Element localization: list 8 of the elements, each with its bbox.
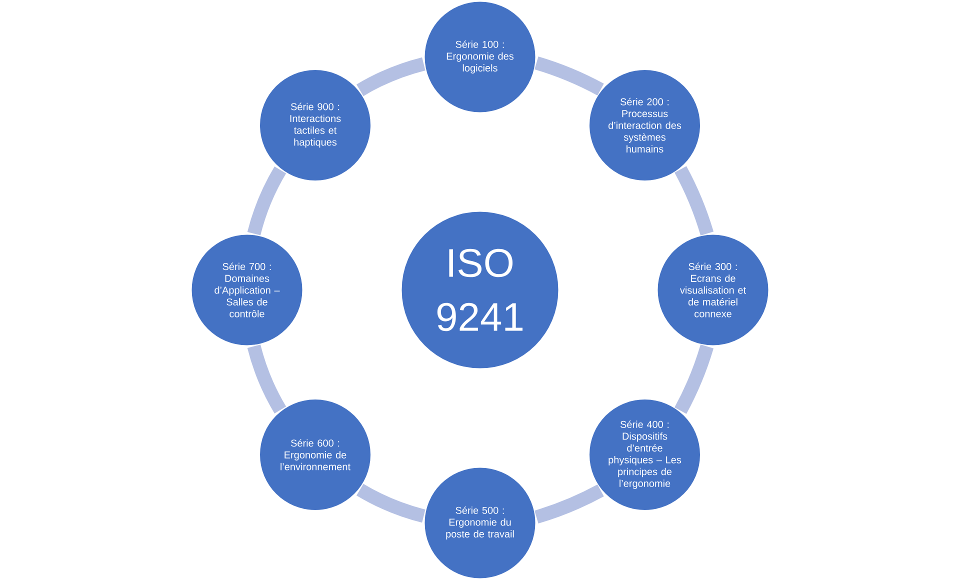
- ring-arc: [534, 484, 604, 524]
- ring-arc: [534, 56, 604, 96]
- ring-arc: [674, 166, 714, 236]
- ring-arc: [247, 166, 286, 236]
- ring-arc: [356, 57, 426, 96]
- ring-arc: [247, 344, 286, 414]
- ring-arc: [674, 344, 714, 414]
- ring-arc: [356, 484, 426, 523]
